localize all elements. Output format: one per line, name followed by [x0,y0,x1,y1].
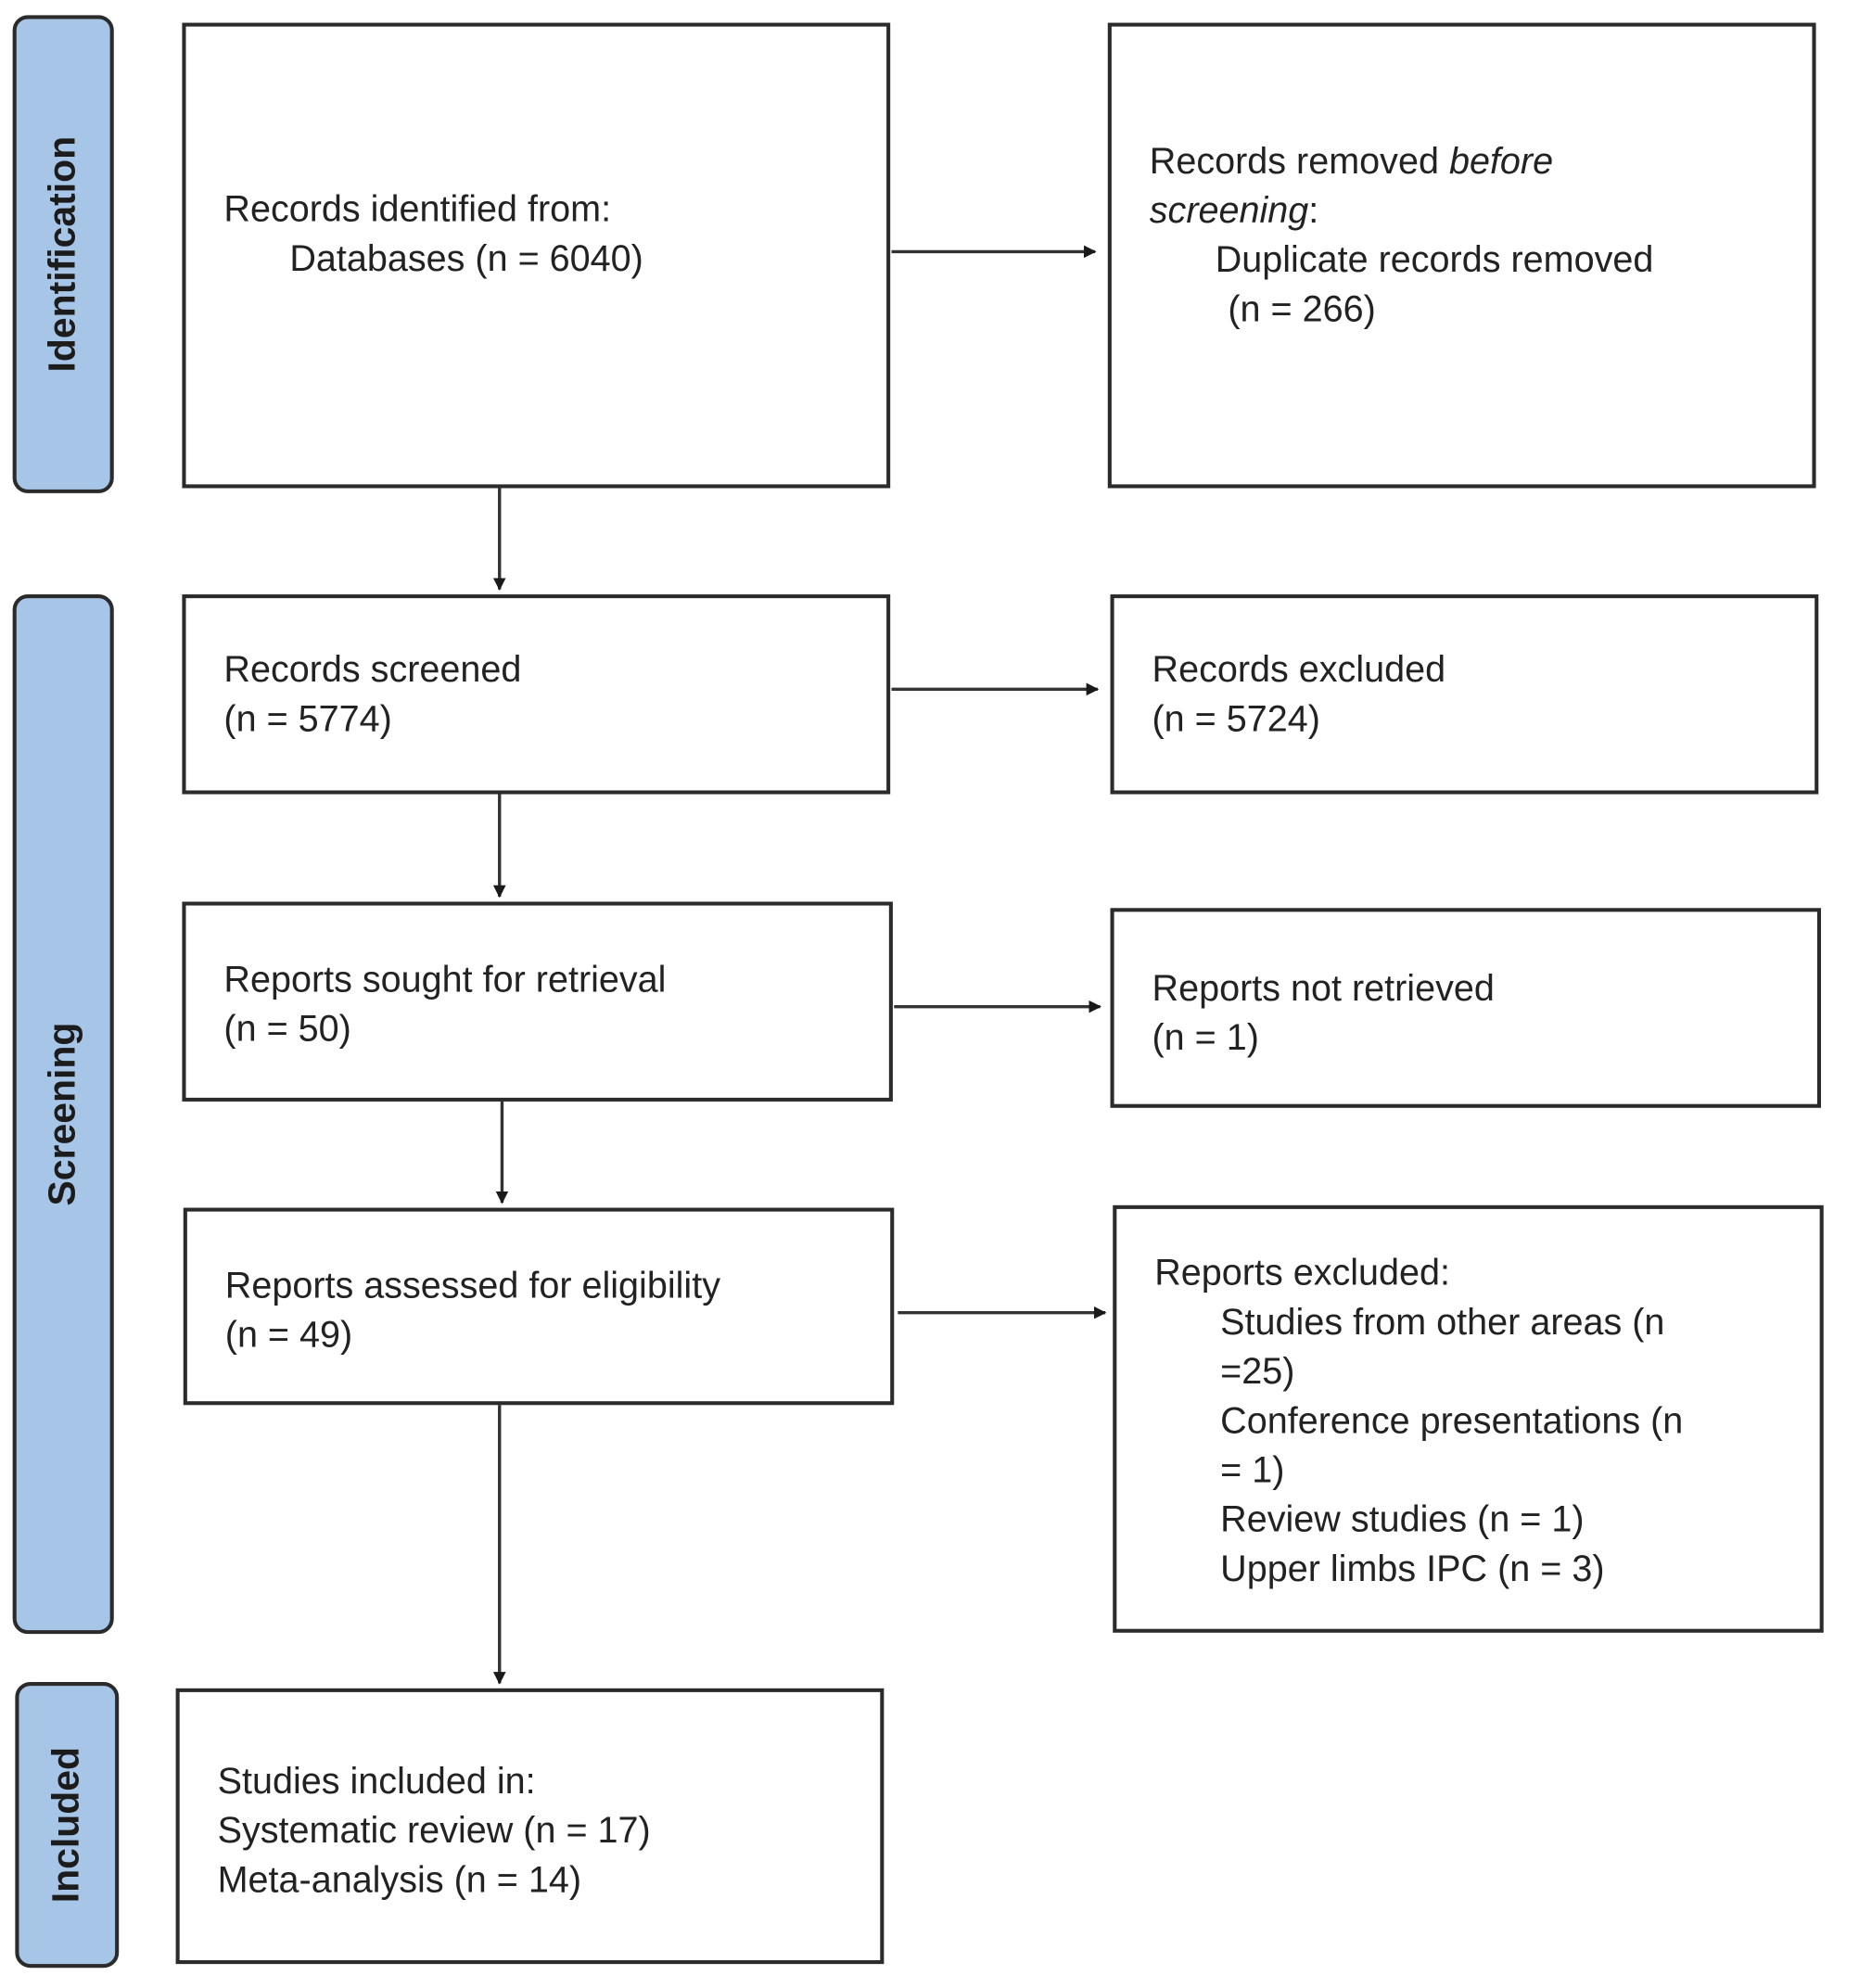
reports-excluded-heading: Reports excluded: [1154,1253,1451,1294]
records-removed-heading: Records removed before [1150,138,1792,187]
studies-included-systematic-review: Systematic review (n = 17) [217,1811,651,1852]
records-identified-heading: Records identified from: [223,189,612,231]
duplicate-records-count: (n = 266) [1228,289,1376,330]
phase-screening: Screening [12,594,114,1635]
records-removed-before: before [1448,141,1554,183]
phase-included: Included [15,1681,120,1969]
excluded-reason-other-areas: Studies from other areas (n [1220,1302,1665,1344]
records-removed-colon: : [1308,190,1319,232]
records-identified-databases: Databases (n = 6040) [289,238,643,280]
reports-assessed-label: Reports assessed for eligibility [224,1266,720,1306]
reports-not-retrieved-count: (n = 1) [1152,1017,1259,1059]
records-excluded-label: Records excluded [1152,650,1446,691]
records-screened-label: Records screened [223,650,522,691]
reports-sought-count: (n = 50) [223,1009,351,1051]
studies-included-box: Studies included in: Systematic review (… [175,1688,885,1965]
phase-identification: Identification [12,15,114,493]
reports-not-retrieved-label: Reports not retrieved [1152,968,1495,1010]
reports-not-retrieved-box: Reports not retrieved (n = 1) [1110,908,1822,1108]
studies-included-heading: Studies included in: [217,1761,536,1803]
excluded-reason-review: Review studies (n = 1) [1220,1499,1585,1541]
records-screened-count: (n = 5774) [223,699,392,740]
records-excluded-box: Records excluded (n = 5724) [1110,594,1819,795]
records-removed-screening-line: screening: [1150,187,1792,236]
reports-excluded-box: Reports excluded: Studies from other are… [1113,1204,1824,1633]
reports-sought-label: Reports sought for retrieval [223,960,667,1000]
studies-included-meta-analysis: Meta-analysis (n = 14) [217,1860,582,1901]
excluded-reason-other-areas-count: =25) [1220,1352,1295,1393]
records-identified-box: Records identified from: Databases (n = … [182,22,891,489]
reports-sought-box: Reports sought for retrieval (n = 50) [182,901,893,1102]
records-screened-box: Records screened (n = 5774) [182,594,891,795]
records-removed-box: Records removed before screening: Duplic… [1107,22,1816,489]
records-removed-heading-text: Records removed [1149,141,1449,183]
reports-assessed-count: (n = 49) [224,1315,353,1357]
duplicate-records-removed: Duplicate records removed [1215,240,1654,281]
excluded-reason-conference: Conference presentations (n [1220,1401,1684,1442]
excluded-reason-upper-limbs: Upper limbs IPC (n = 3) [1220,1548,1605,1590]
reports-assessed-box: Reports assessed for eligibility (n = 49… [183,1207,895,1406]
records-removed-screening: screening [1149,190,1309,232]
records-excluded-count: (n = 5724) [1152,699,1320,740]
excluded-reason-conference-count: = 1) [1220,1450,1285,1492]
